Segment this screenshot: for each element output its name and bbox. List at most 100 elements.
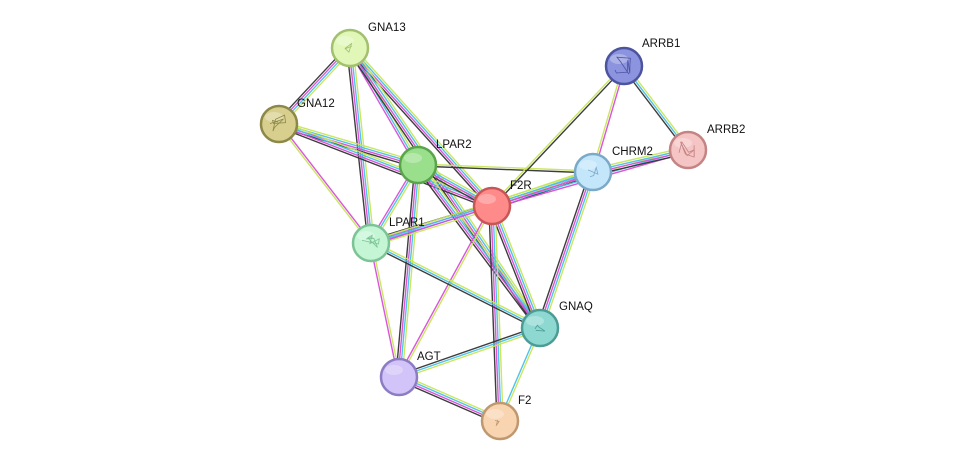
node-circle[interactable] bbox=[259, 104, 299, 144]
node-highlight bbox=[526, 316, 544, 326]
edge-strand bbox=[419, 162, 544, 327]
node-f2[interactable]: F2 bbox=[480, 395, 531, 441]
edge-strand bbox=[492, 66, 626, 208]
edge-strand bbox=[371, 208, 494, 247]
edge-strand bbox=[488, 206, 538, 330]
edge-strand bbox=[278, 124, 492, 208]
edge-strand bbox=[401, 165, 422, 378]
structure-trace bbox=[494, 419, 500, 427]
node-lpar2[interactable]: LPAR2 bbox=[398, 139, 472, 185]
edge-strand bbox=[370, 242, 541, 329]
structure-trace bbox=[587, 166, 599, 178]
edge-strand bbox=[490, 64, 624, 206]
node-circle[interactable] bbox=[398, 145, 438, 185]
structure-trace bbox=[678, 141, 695, 158]
node-highlight bbox=[385, 365, 403, 375]
edge-strand bbox=[348, 48, 371, 244]
node-circle[interactable] bbox=[480, 401, 520, 441]
edge-strand bbox=[351, 45, 495, 205]
node-circle[interactable] bbox=[668, 130, 708, 170]
node-label: AGT bbox=[417, 351, 441, 363]
protein-structure-icon bbox=[494, 419, 500, 427]
edges-layer bbox=[276, 45, 691, 425]
protein-structure-icon bbox=[269, 114, 287, 132]
edge-strand bbox=[277, 124, 371, 245]
edge-lpar1-gnaq[interactable] bbox=[369, 240, 542, 331]
node-label: ARRB2 bbox=[707, 124, 745, 136]
node-circle[interactable] bbox=[379, 357, 419, 397]
edge-strand bbox=[490, 206, 540, 329]
edge-strand bbox=[395, 164, 416, 377]
edge-strand bbox=[369, 244, 540, 331]
node-label: GNAQ bbox=[559, 301, 593, 313]
edge-strand bbox=[399, 329, 541, 380]
node-circle[interactable] bbox=[472, 186, 512, 226]
edge-lpar2-gnaq[interactable] bbox=[414, 162, 544, 331]
edge-strand bbox=[371, 242, 401, 377]
node-label: F2R bbox=[510, 180, 532, 192]
edge-strand bbox=[414, 166, 539, 331]
protein-structure-icon bbox=[587, 166, 599, 178]
edge-lpar2-chrm2[interactable] bbox=[417, 163, 594, 174]
protein-structure-icon bbox=[614, 56, 631, 75]
edge-f2r-f2[interactable] bbox=[488, 205, 504, 422]
node-highlight bbox=[336, 36, 354, 46]
node-f2r[interactable]: F2R bbox=[472, 180, 532, 226]
edge-strand bbox=[350, 46, 494, 206]
edge-strand bbox=[279, 122, 373, 243]
node-gna13[interactable]: GNA13 bbox=[330, 22, 406, 68]
structure-trace bbox=[534, 324, 546, 332]
edge-strand bbox=[279, 120, 494, 204]
node-label: F2 bbox=[518, 395, 531, 407]
edge-f2r-arrb1[interactable] bbox=[490, 64, 626, 208]
edge-lpar2-agt[interactable] bbox=[395, 164, 422, 378]
protein-structure-icon bbox=[344, 42, 353, 53]
edge-strand bbox=[371, 240, 542, 327]
edge-strand bbox=[538, 171, 593, 328]
node-agt[interactable]: AGT bbox=[379, 351, 441, 397]
node-gna12[interactable]: GNA12 bbox=[259, 98, 335, 144]
node-label: CHRM2 bbox=[612, 146, 653, 158]
node-highlight bbox=[404, 153, 422, 163]
structure-trace bbox=[269, 114, 287, 132]
node-lpar1[interactable]: LPAR1 bbox=[351, 217, 425, 263]
edge-strand bbox=[277, 126, 492, 210]
edge-strand bbox=[417, 165, 594, 174]
node-chrm2[interactable]: CHRM2 bbox=[573, 146, 653, 192]
edge-chrm2-gnaq[interactable] bbox=[536, 170, 597, 330]
node-circle[interactable] bbox=[604, 46, 644, 86]
node-highlight bbox=[265, 112, 283, 122]
edge-strand bbox=[488, 206, 498, 422]
edge-strand bbox=[490, 205, 500, 422]
edge-strand bbox=[398, 325, 540, 376]
structure-trace bbox=[614, 56, 631, 75]
protein-structure-icon bbox=[534, 324, 546, 332]
node-label: LPAR2 bbox=[436, 139, 472, 151]
edge-strand bbox=[397, 205, 492, 377]
node-label: GNA12 bbox=[297, 98, 335, 110]
edge-strand bbox=[417, 163, 594, 172]
node-highlight bbox=[610, 54, 628, 64]
protein-structure-icon bbox=[361, 234, 380, 248]
edge-strand bbox=[536, 170, 591, 328]
edge-gnaq-agt[interactable] bbox=[398, 325, 541, 380]
edge-strand bbox=[542, 172, 597, 330]
edge-gna12-f2r[interactable] bbox=[277, 120, 494, 210]
edge-strand bbox=[494, 204, 544, 328]
edge-strand bbox=[418, 163, 542, 328]
edge-strand bbox=[279, 122, 493, 206]
node-arrb1[interactable]: ARRB1 bbox=[604, 38, 680, 86]
edge-gna12-lpar1[interactable] bbox=[277, 122, 373, 245]
edge-strand bbox=[492, 205, 542, 328]
edge-f2r-gnaq[interactable] bbox=[488, 204, 544, 330]
protein-structure-icon bbox=[678, 141, 695, 158]
edge-lpar1-agt[interactable] bbox=[369, 242, 401, 378]
edge-strand bbox=[399, 206, 494, 378]
edge-strand bbox=[397, 164, 418, 377]
edge-f2r-agt[interactable] bbox=[397, 205, 494, 378]
node-gnaq[interactable]: GNAQ bbox=[520, 301, 593, 348]
node-arrb2[interactable]: ARRB2 bbox=[668, 124, 745, 170]
structure-trace bbox=[344, 42, 353, 53]
